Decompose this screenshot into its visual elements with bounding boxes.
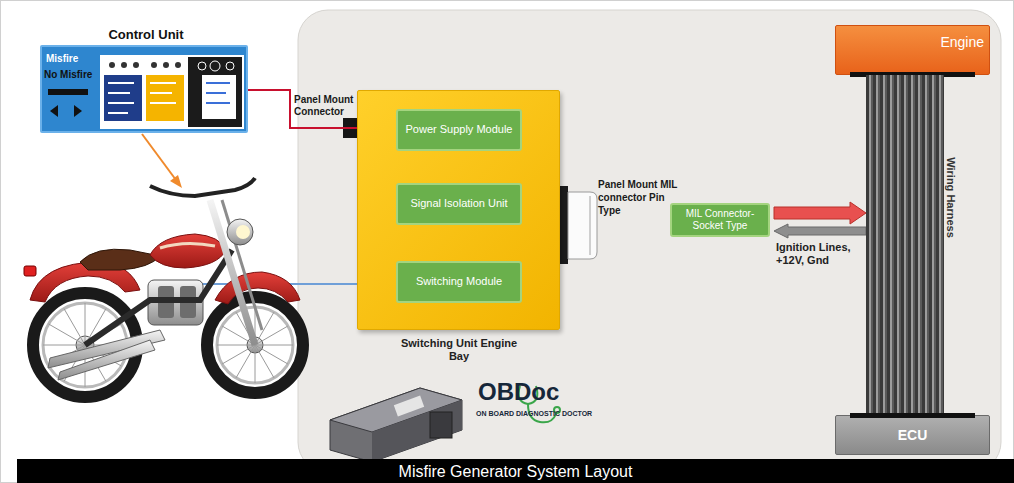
arrow-icon (50, 105, 58, 117)
diagnostic-device (330, 388, 462, 462)
wheel-spoke (255, 345, 274, 378)
mil-pin-connector-body (568, 192, 597, 259)
harness-label: Wiring Harness (944, 135, 958, 260)
caption-text: Misfire Generator System Layout (17, 462, 1014, 481)
wheel-spoke (85, 303, 86, 345)
card-blue (104, 75, 142, 121)
box-label: Signal Isolation Unit (403, 197, 515, 210)
ecu-block: ECU (835, 415, 990, 455)
connector-band (850, 413, 975, 418)
wheel-spoke (217, 345, 255, 346)
wheel-spoke (255, 326, 288, 345)
card-lines (108, 83, 176, 113)
icons-light (198, 61, 234, 71)
connector-box: MIL Connector- Socket Type (670, 203, 770, 237)
engine-bay-region (298, 10, 1001, 472)
control-link-line (142, 134, 176, 180)
box-label: Power Supply Module (403, 123, 515, 136)
engine-block: Engine (835, 25, 990, 75)
arrow-icon (74, 105, 82, 117)
harness-wires (866, 75, 944, 415)
wheel-spoke (43, 345, 85, 346)
process-box: Signal Isolation Unit (396, 183, 522, 225)
mil-pin-connector-edge (589, 196, 591, 255)
edge-label: Ignition Lines, +12V, Gnd (776, 241, 864, 267)
logo-tagline: ON BOARD DIAGNOSTIC DOCTOR (476, 409, 626, 418)
connector-label: Panel Mount MIL connector Pin Type (598, 178, 686, 217)
box-label: ECU (841, 427, 984, 444)
slot (48, 89, 88, 95)
card-black (188, 57, 242, 127)
control-unit: Control UnitMisfireNo Misfire (40, 45, 248, 133)
card-lines-dark (206, 83, 230, 103)
connector-label: Panel Mount Connector (294, 94, 356, 118)
arrow-connector (774, 224, 866, 238)
wheel-spoke (49, 324, 85, 345)
icons (109, 62, 181, 68)
wheel-spoke (255, 345, 256, 383)
box-label: Switching Module (403, 275, 515, 288)
screen (100, 55, 244, 129)
motorcycle (24, 178, 303, 397)
card-white (202, 75, 236, 119)
button-label: Misfire (46, 53, 98, 65)
wheel-spoke (255, 345, 293, 346)
caption-bar: Misfire Generator System Layout (17, 459, 1014, 483)
switching-unit: Switching Unit Engine BayPower Supply Mo… (357, 90, 560, 330)
card-yellow (146, 75, 184, 121)
wheel-spoke (222, 345, 255, 364)
process-box: Power Supply Module (396, 109, 522, 151)
unit-heading: Control Unit (42, 27, 250, 43)
button-label: No Misfire (44, 69, 98, 81)
unit-heading: Switching Unit Engine Bay (399, 337, 519, 363)
box-label: MIL Connector- Socket Type (677, 208, 763, 232)
logo-wordmark: OBDoc (478, 378, 588, 406)
process-box: Switching Module (396, 261, 522, 303)
arrow-connector (774, 202, 866, 224)
wheel-spoke (64, 309, 85, 345)
block-label: Engine (906, 34, 984, 51)
control-link-arrowhead (170, 175, 182, 188)
wiring-harness: Wiring Harness (866, 75, 958, 415)
wire-connector (248, 90, 357, 128)
